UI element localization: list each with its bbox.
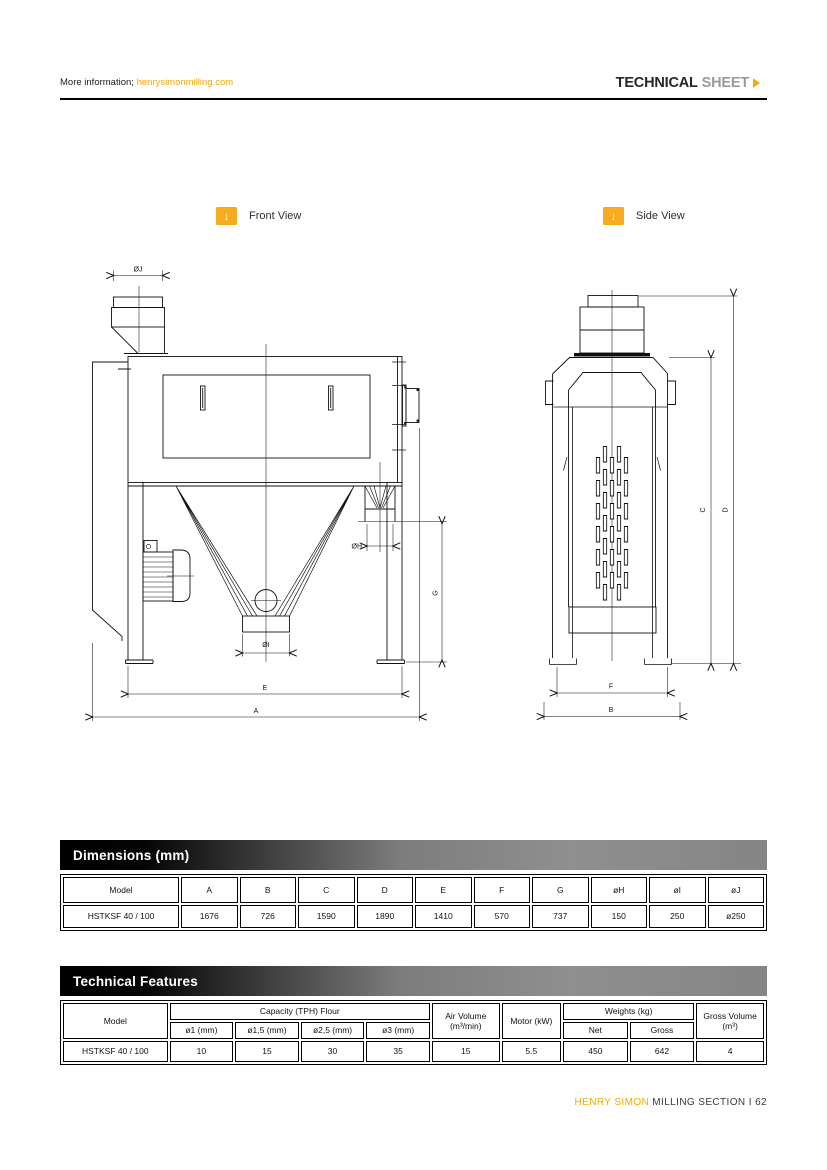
features-section-title: Technical Features: [73, 973, 198, 989]
louver-slots: [595, 446, 629, 605]
dim-label-d: D: [723, 507, 730, 512]
table-header-cell: E: [415, 877, 472, 903]
table-header-cell: Air Volume (m³/min): [431, 1003, 500, 1039]
side-view-dimension-lines: [544, 296, 741, 720]
table-header-cell: G: [532, 877, 589, 903]
dim-label-g: G: [433, 590, 440, 595]
table-cell: 1590: [298, 905, 355, 928]
table-header-cell: C: [298, 877, 355, 903]
table-cell: 1676: [181, 905, 238, 928]
table-cell: HSTKSF 40 / 100: [63, 1041, 168, 1062]
dim-label-c: C: [700, 507, 707, 512]
table-header-cell: Net: [563, 1022, 628, 1039]
table-header-cell: øJ: [707, 877, 764, 903]
dim-label-f: F: [609, 684, 613, 691]
table-header-cell: Weights (kg): [563, 1003, 695, 1020]
dimensions-section-title: Dimensions (mm): [73, 847, 190, 863]
header-rule: [60, 98, 767, 100]
table-header-cell: Capacity (TPH) Flour: [169, 1003, 430, 1020]
table-cell: 4: [696, 1041, 764, 1062]
table-cell: 150: [590, 905, 647, 928]
table-cell: 35: [366, 1041, 430, 1062]
page-footer: HENRY SIMON MILLING SECTION I 62: [575, 1097, 767, 1108]
front-view-machine: [92, 296, 420, 664]
side-view-label: ↓ Side View: [603, 207, 685, 225]
table-header-cell: ø1 (mm): [169, 1022, 234, 1039]
table-header-cell: B: [239, 877, 296, 903]
table-header-cell: Gross Volume (m³): [696, 1003, 764, 1039]
dimensions-data-row: HSTKSF 40 / 100 1676 726 1590 1890 1410 …: [63, 905, 764, 928]
front-view-dimension-lines: [93, 270, 447, 721]
brand-mark-icon: [753, 77, 760, 89]
features-group-header-row: Model Capacity (TPH) Flour Air Volume (m…: [63, 1003, 764, 1039]
front-view-label-text: Front View: [249, 210, 302, 222]
down-arrow-icon: ↓: [216, 207, 237, 225]
brand-technical-text: TECHNICAL: [615, 75, 698, 91]
features-data-row: HSTKSF 40 / 100 10 15 30 35 15 5.5 450 6…: [63, 1041, 764, 1062]
side-view-drawing: C D F B: [536, 288, 741, 724]
table-header-cell: Model: [63, 877, 179, 903]
dim-label-oj: ØJ: [134, 267, 143, 274]
down-arrow-icon: ↓: [603, 207, 624, 225]
table-header-cell: Gross: [629, 1022, 695, 1039]
dim-label-e: E: [263, 685, 268, 692]
features-section-header: Technical Features: [60, 966, 767, 996]
technical-features-table: Model Capacity (TPH) Flour Air Volume (m…: [60, 1000, 767, 1065]
table-cell: 250: [649, 905, 706, 928]
table-header-cell: D: [356, 877, 413, 903]
table-header-cell: øH: [590, 877, 647, 903]
table-cell: ø250: [707, 905, 764, 928]
table-header-cell: Motor (kW): [501, 1003, 562, 1039]
front-view-dimension-labels: ØJ ØH ØI G E A: [134, 267, 440, 716]
dimensions-table: Model A B C D E F G øH øI øJ HSTKSF 40 /…: [60, 874, 767, 931]
table-header-cell: A: [181, 877, 238, 903]
brand-sheet-text: SHEET: [701, 75, 750, 91]
more-info-text: More information;: [60, 77, 134, 88]
table-cell: 737: [532, 905, 589, 928]
table-header-cell: F: [473, 877, 530, 903]
table-header-cell: Model: [63, 1003, 168, 1039]
side-view-label-text: Side View: [636, 210, 685, 222]
more-info-line: More information; henrysimonmilling.com: [60, 77, 233, 88]
footer-section-text: MILLING SECTION I 62: [649, 1097, 767, 1108]
footer-brand: HENRY SIMON: [574, 1097, 650, 1108]
table-cell: 10: [169, 1041, 234, 1062]
features-sub-header-row: ø1 (mm) ø1,5 (mm) ø2,5 (mm) ø3 (mm) Net …: [63, 1022, 764, 1039]
dim-label-oi: ØI: [262, 642, 269, 649]
table-header-cell: ø2,5 (mm): [300, 1022, 365, 1039]
table-cell: 726: [239, 905, 296, 928]
table-cell: 570: [473, 905, 530, 928]
table-header-cell: ø1,5 (mm): [235, 1022, 299, 1039]
table-header-cell: øI: [649, 877, 706, 903]
table-cell: 450: [563, 1041, 628, 1062]
dimensions-header-row: Model A B C D E F G øH øI øJ: [63, 877, 764, 903]
table-header-cell: ø3 (mm): [366, 1022, 430, 1039]
table-cell: 1890: [356, 905, 413, 928]
side-view-dimension-labels: C D F B: [609, 507, 730, 714]
table-cell: 1410: [415, 905, 472, 928]
front-view-label: ↓ Front View: [216, 207, 301, 225]
dim-label-oh: ØH: [352, 544, 363, 551]
dim-label-b: B: [609, 707, 614, 714]
dimensions-section-header: Dimensions (mm): [60, 840, 767, 870]
table-cell: 15: [431, 1041, 500, 1062]
table-cell: 30: [300, 1041, 365, 1062]
dim-label-a: A: [254, 708, 259, 715]
table-cell: 642: [629, 1041, 695, 1062]
front-view-drawing: ØJ ØH ØI G E A: [85, 267, 447, 721]
table-cell: HSTKSF 40 / 100: [63, 905, 179, 928]
table-cell: 5.5: [501, 1041, 562, 1062]
website-link[interactable]: henrysimonmilling.com: [136, 77, 234, 88]
table-cell: 15: [235, 1041, 299, 1062]
